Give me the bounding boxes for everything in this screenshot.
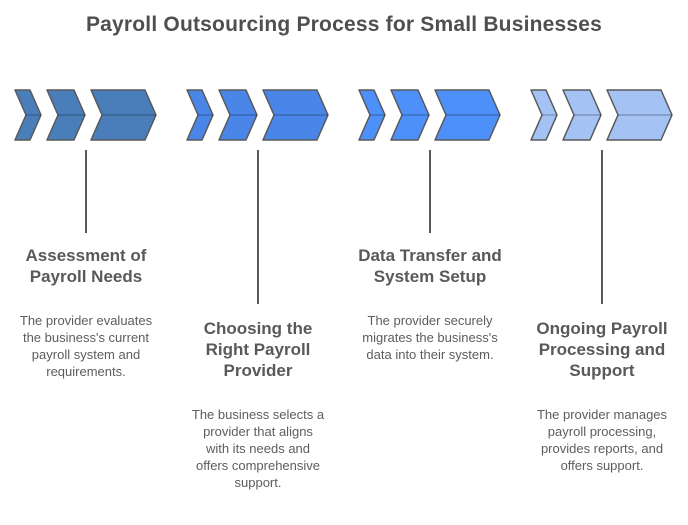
process-step: Assessment of Payroll Needs The provider…: [0, 0, 172, 525]
step-title: Ongoing Payroll Processing and Support: [536, 319, 668, 380]
chevron-arrows-icon: [358, 89, 501, 141]
chevron-arrows-icon: [530, 89, 673, 141]
chevron-large: [262, 89, 329, 141]
step-description: The business selects a provider that ali…: [191, 407, 325, 490]
connector-line: [429, 150, 431, 233]
step-description: The provider evaluates the business's cu…: [19, 313, 153, 379]
chevron-medium: [218, 89, 258, 141]
chevron-large: [434, 89, 501, 141]
diagram-title: Payroll Outsourcing Process for Small Bu…: [85, 13, 603, 36]
chevron-small: [186, 89, 214, 141]
step-text: Ongoing Payroll Processing and Support T…: [527, 318, 677, 474]
chevron-medium: [390, 89, 430, 141]
process-step: Choosing the Right Payroll Provider The …: [172, 0, 344, 525]
step-text: Data Transfer and System Setup The provi…: [355, 245, 505, 363]
chevron-small: [14, 89, 42, 141]
chevron-small: [358, 89, 386, 141]
chevron-medium: [562, 89, 602, 141]
step-description: The provider manages payroll processing,…: [536, 407, 668, 473]
chevron-large: [90, 89, 157, 141]
process-step: Ongoing Payroll Processing and Support T…: [516, 0, 688, 525]
step-text: Assessment of Payroll Needs The provider…: [11, 245, 161, 380]
connector-line: [601, 150, 603, 304]
connector-line: [85, 150, 87, 233]
step-title: Data Transfer and System Setup: [358, 246, 502, 286]
step-title: Assessment of Payroll Needs: [25, 246, 147, 286]
step-text: Choosing the Right Payroll Provider The …: [183, 318, 333, 491]
chevron-arrows-icon: [14, 89, 157, 141]
step-title: Choosing the Right Payroll Provider: [203, 319, 313, 380]
connector-line: [257, 150, 259, 304]
chevron-small: [530, 89, 558, 141]
chevron-large: [606, 89, 673, 141]
chevron-medium: [46, 89, 86, 141]
chevron-arrows-icon: [186, 89, 329, 141]
process-step: Data Transfer and System Setup The provi…: [344, 0, 516, 525]
step-description: The provider securely migrates the busin…: [362, 313, 498, 362]
